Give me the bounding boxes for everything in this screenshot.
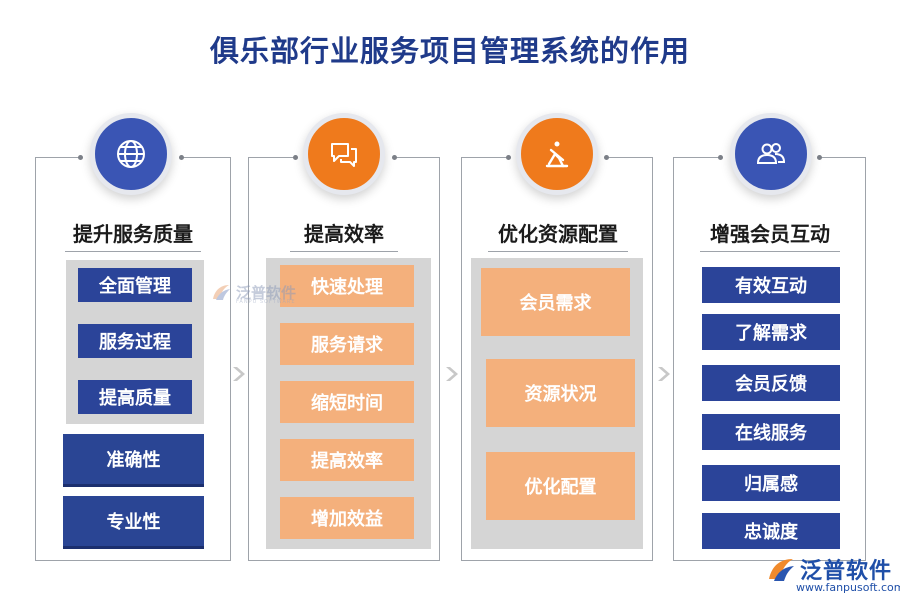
card-top-line xyxy=(180,157,231,158)
card-top-line xyxy=(248,157,294,158)
connector-dot xyxy=(718,155,723,160)
item-box: 了解需求 xyxy=(702,314,840,350)
connector-dot xyxy=(506,155,511,160)
item-box: 快速处理 xyxy=(280,265,414,307)
card-top-line xyxy=(393,157,440,158)
column-title: 优化资源配置 xyxy=(488,218,628,252)
watermark-text: 泛普软件 xyxy=(236,283,297,302)
connector-dot xyxy=(179,155,184,160)
chevron-right-icon xyxy=(658,367,670,381)
fanpu-logo-icon xyxy=(769,559,794,581)
column-title: 提高效率 xyxy=(290,218,398,252)
logo-url: www.fanpusoft.com xyxy=(796,581,900,594)
chevron-right-icon xyxy=(446,367,458,381)
card-top-line xyxy=(605,157,653,158)
watermark-subtext: FANPU SOFTWARE xyxy=(236,299,296,305)
connector-dot xyxy=(293,155,298,160)
worker-icon xyxy=(516,113,598,195)
connector-dot xyxy=(817,155,822,160)
watermark: 泛普软件 FANPU SOFTWARE xyxy=(210,281,297,305)
card-frame xyxy=(248,157,440,561)
card-top-line xyxy=(461,157,508,158)
chevron-right-icon xyxy=(233,367,245,381)
connector-dot xyxy=(78,155,83,160)
item-box: 归属感 xyxy=(702,465,840,501)
item-box: 会员反馈 xyxy=(702,365,840,401)
item-box: 提高效率 xyxy=(280,439,414,481)
item-box: 服务请求 xyxy=(280,323,414,365)
logo-text: 泛普软件 xyxy=(800,559,893,584)
card-frame xyxy=(673,157,866,561)
people-icon xyxy=(730,113,812,195)
column-title: 提升服务质量 xyxy=(65,218,201,252)
connector-dot xyxy=(392,155,397,160)
item-box: 提高质量 xyxy=(78,380,192,414)
item-box: 增加效益 xyxy=(280,497,414,539)
brand-logo: 泛普软件 www.fanpusoft.com xyxy=(766,553,900,594)
card-top-line xyxy=(35,157,79,158)
item-box: 专业性 xyxy=(63,496,204,549)
card-top-line xyxy=(818,157,866,158)
card-frame xyxy=(461,157,653,561)
item-box: 有效互动 xyxy=(702,267,840,303)
chat-icon xyxy=(303,113,385,195)
item-box: 会员需求 xyxy=(481,268,630,336)
item-box: 优化配置 xyxy=(486,452,635,520)
item-box: 服务过程 xyxy=(78,324,192,358)
item-box: 准确性 xyxy=(63,434,204,487)
item-box: 缩短时间 xyxy=(280,381,414,423)
fanpu-logo-icon xyxy=(213,285,230,300)
globe-icon xyxy=(90,113,172,195)
item-box: 全面管理 xyxy=(78,268,192,302)
page-title: 俱乐部行业服务项目管理系统的作用 xyxy=(209,34,690,68)
item-box: 忠诚度 xyxy=(702,513,840,549)
column-title: 增强会员互动 xyxy=(700,218,840,252)
item-box: 资源状况 xyxy=(486,359,635,427)
connector-dot xyxy=(604,155,609,160)
item-box: 在线服务 xyxy=(702,414,840,450)
card-top-line xyxy=(673,157,720,158)
card-frame xyxy=(35,157,231,561)
